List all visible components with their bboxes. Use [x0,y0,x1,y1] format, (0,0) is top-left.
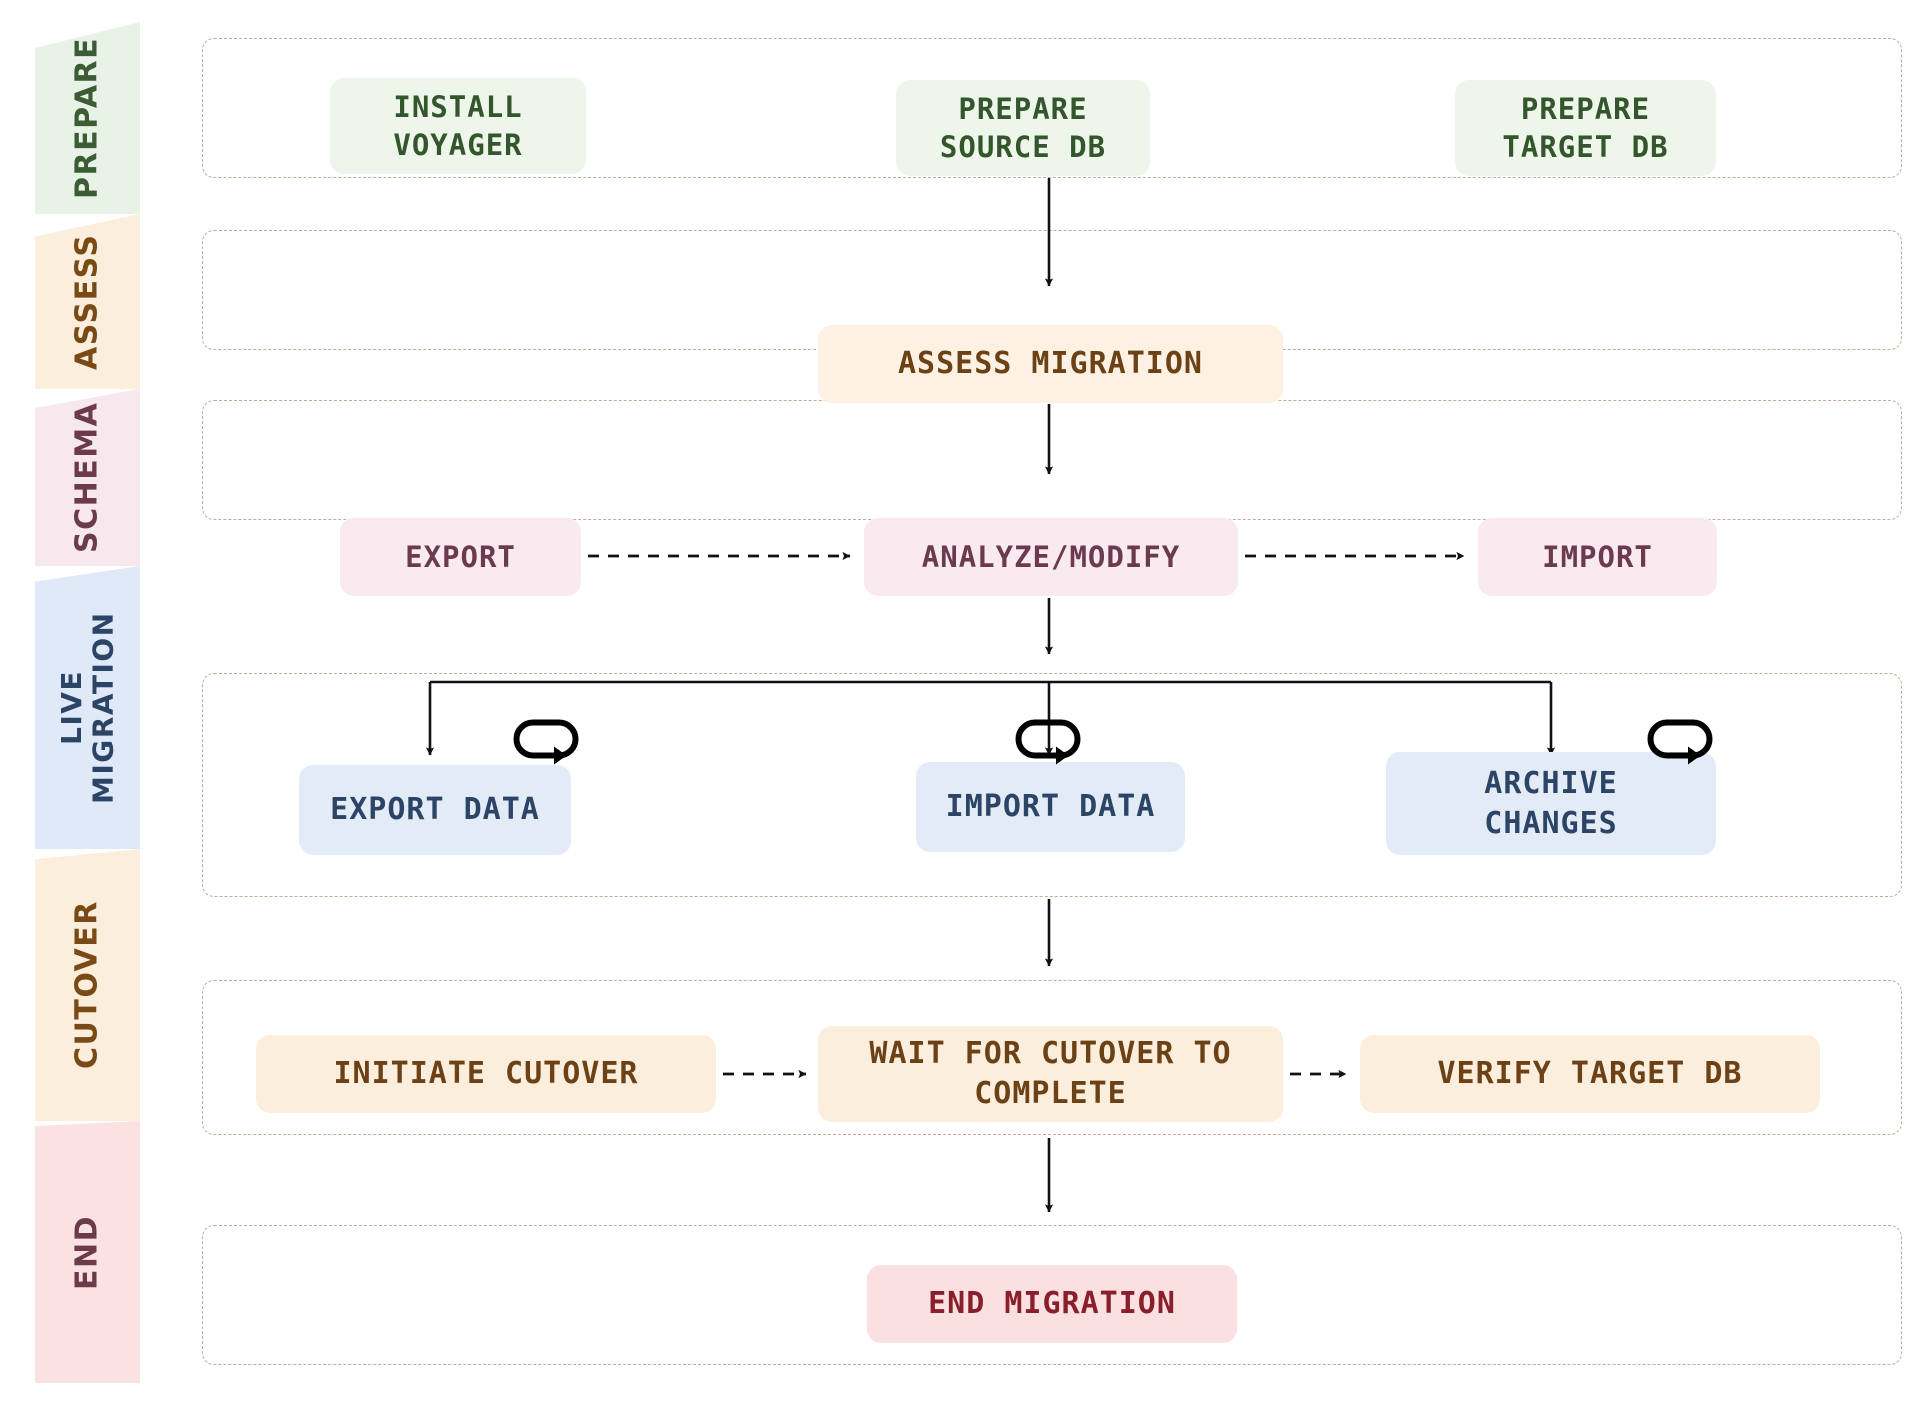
phase-band-cutover: CUTOVER [35,849,140,1121]
phase-label-end: END [69,1214,105,1290]
node-import-data[interactable]: IMPORT DATA [916,762,1185,852]
node-export-data[interactable]: EXPORT DATA [299,765,571,855]
node-archive-changes[interactable]: ARCHIVE CHANGES [1386,752,1716,855]
node-schema-import[interactable]: IMPORT [1478,518,1717,596]
phase-band-fill-end [35,1121,140,1383]
node-install-voyager[interactable]: INSTALL VOYAGER [330,78,586,174]
lane-prepare [202,38,1902,178]
phase-label-cutover: CUTOVER [69,900,105,1070]
phase-label-schema: SCHEMA [69,401,105,554]
repeat-loop-glyph [1647,719,1713,765]
lane-end [202,1225,1902,1365]
phase-rail: PREPARE ASSESS SCHEMA LIVE MIGRATION CUTOVER… [0,0,170,1405]
phase-band-fill-schema [35,389,140,566]
phase-band-schema: SCHEMA [35,389,140,566]
repeat-loop-glyph [1015,719,1081,765]
phase-band-assess: ASSESS [35,214,140,389]
lane-cutover [202,980,1902,1135]
node-initiate-cutover[interactable]: INITIATE CUTOVER [256,1035,716,1113]
lane-live-migration [202,673,1902,897]
repeat-loop-glyph [513,719,579,765]
phase-band-live-migration: LIVE MIGRATION [35,566,140,849]
phase-label-prepare: PREPARE [69,36,105,200]
phase-band-fill-cutover [35,849,140,1121]
repeat-loop-icon [1015,719,1081,775]
lane-schema [202,400,1902,520]
node-schema-analyze-modify[interactable]: ANALYZE/MODIFY [864,518,1238,596]
node-prepare-target-db[interactable]: PREPARE TARGET DB [1455,80,1716,176]
node-schema-export[interactable]: EXPORT [340,518,581,596]
repeat-loop-icon [513,719,579,775]
phase-band-prepare: PREPARE [35,22,140,214]
phase-band-fill-live-migration [35,566,140,849]
node-wait-for-cutover[interactable]: WAIT FOR CUTOVER TO COMPLETE [818,1026,1283,1122]
phase-band-fill-assess [35,214,140,389]
phase-label-assess: ASSESS [69,233,105,370]
phase-label-live-migration: LIVE MIGRATION [55,611,120,804]
phase-band-end: END [35,1121,140,1383]
phase-band-fill-prepare [35,22,140,214]
node-end-migration[interactable]: END MIGRATION [867,1265,1237,1343]
repeat-loop-icon [1647,719,1713,775]
node-prepare-source-db[interactable]: PREPARE SOURCE DB [896,80,1150,176]
node-verify-target-db[interactable]: VERIFY TARGET DB [1360,1035,1820,1113]
node-assess-migration[interactable]: ASSESS MIGRATION [818,325,1283,403]
